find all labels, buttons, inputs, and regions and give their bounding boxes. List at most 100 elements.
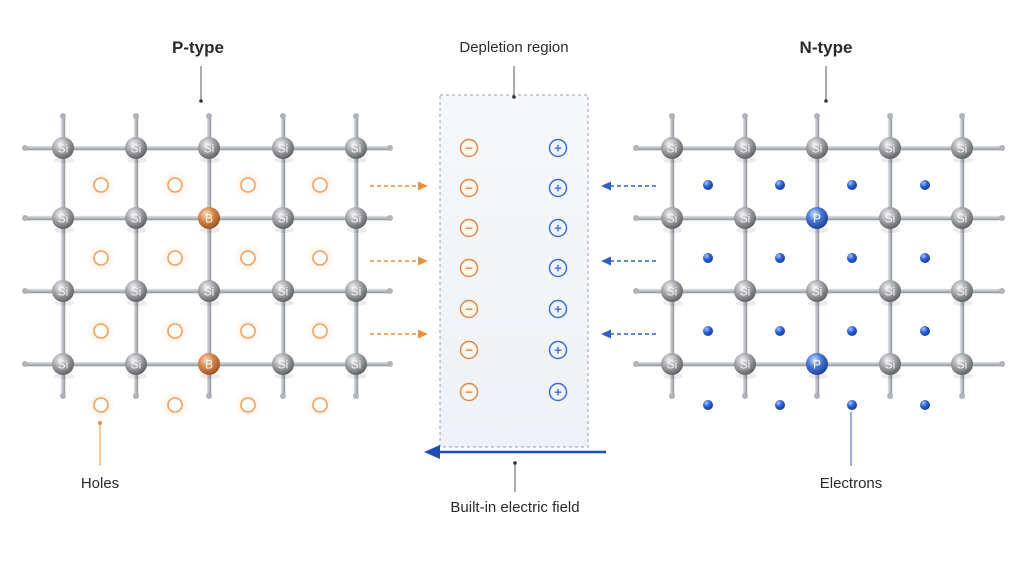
p-lattice-bond-end: [22, 288, 28, 294]
positive-ion-sign: +: [554, 343, 562, 358]
n-lattice-bond-col-1: [669, 116, 675, 396]
n-lattice-bond-end: [999, 361, 1005, 367]
n-lattice-silicon-label: Si: [885, 142, 896, 156]
holes-label: Holes: [80, 475, 120, 492]
p-lattice-silicon-atom: Si: [345, 137, 367, 163]
p-lattice-bond-end: [387, 361, 393, 367]
p-lattice-silicon-atom: Si: [52, 137, 74, 163]
n-lattice-bond-end: [959, 393, 965, 399]
plus-circle-icon: +: [548, 340, 568, 360]
hole-circle-icon: [86, 390, 116, 420]
p-lattice-bond-col-1: [60, 116, 66, 396]
p-lattice-silicon-label: Si: [58, 358, 69, 372]
plus-circle-icon: +: [548, 138, 568, 158]
p-lattice-bond-col-2: [133, 116, 139, 396]
n-lattice-silicon-label: Si: [885, 358, 896, 372]
hole-circle-icon: [233, 170, 263, 200]
p-lattice-bond-end: [387, 145, 393, 151]
electric-field-label: Built-in electric field: [450, 499, 580, 516]
p-lattice-silicon-atom: Si: [272, 207, 294, 233]
n-lattice-silicon-atom: Si: [951, 280, 973, 306]
electric-field-arrow-head: [424, 445, 440, 459]
n-lattice-dopant-atom: P: [806, 353, 828, 379]
p-lattice-bond-end: [387, 288, 393, 294]
hole-circle-icon: [305, 316, 335, 346]
n-lattice-bond-end: [633, 288, 639, 294]
p-lattice-silicon-label: Si: [204, 142, 215, 156]
p-lattice-silicon-label: Si: [278, 212, 289, 226]
electron-dot-icon: [775, 180, 785, 190]
hole-circle-icon: [305, 390, 335, 420]
n-type-title: N-type: [799, 38, 853, 57]
p-lattice-silicon-atom: Si: [345, 207, 367, 233]
p-lattice-silicon-label: Si: [278, 285, 289, 299]
p-lattice-bond-end: [133, 393, 139, 399]
electron-dot-icon: [847, 253, 857, 263]
minus-circle-icon: −: [459, 299, 479, 319]
electron-dot-icon: [920, 180, 930, 190]
n-lattice-silicon-atom: Si: [806, 137, 828, 163]
drift-arrows: [370, 181, 656, 339]
plus-circle-icon: +: [548, 382, 568, 402]
n-lattice-bond-col-5: [959, 116, 965, 396]
p-lattice-silicon-atom: Si: [272, 280, 294, 306]
p-lattice-silicon-atom: Si: [272, 353, 294, 379]
depletion-ions: −+−+−+−+−+−+−+: [459, 138, 568, 402]
n-lattice-silicon-label: Si: [667, 142, 678, 156]
n-lattice-bond-end: [999, 145, 1005, 151]
p-lattice-silicon-atom: Si: [198, 137, 220, 163]
p-lattice-silicon-atom: Si: [52, 280, 74, 306]
p-lattice-dopant-atom: B: [198, 353, 220, 379]
electron-dot-icon: [703, 253, 713, 263]
n-lattice-silicon-atom: Si: [661, 353, 683, 379]
p-lattice-silicon-label: Si: [278, 142, 289, 156]
p-lattice-bond-end: [22, 145, 28, 151]
n-lattice-silicon-atom: Si: [661, 280, 683, 306]
p-lattice-bond-end: [353, 393, 359, 399]
minus-circle-icon: −: [459, 218, 479, 238]
p-lattice-silicon-label: Si: [58, 285, 69, 299]
p-lattice-silicon-label: Si: [58, 142, 69, 156]
hole-circle-icon: [160, 243, 190, 273]
n-lattice-bond-end: [887, 113, 893, 119]
hole-circle-icon: [86, 170, 116, 200]
hole-circle-icon: [160, 316, 190, 346]
dashed-arrow-icon: [601, 256, 656, 266]
n-lattice-silicon-atom: Si: [879, 280, 901, 306]
n-lattice-bond-end: [742, 113, 748, 119]
negative-ion-sign: −: [465, 141, 473, 156]
n-lattice-bond-col-2: [742, 116, 748, 396]
minus-circle-icon: −: [459, 178, 479, 198]
n-type-leader-dot: [824, 99, 828, 103]
negative-ion-sign: −: [465, 181, 473, 196]
n-lattice-silicon-label: Si: [812, 285, 823, 299]
negative-ion-sign: −: [465, 302, 473, 317]
electron-dot-icon: [775, 400, 785, 410]
n-lattice-silicon-label: Si: [812, 142, 823, 156]
n-lattice-silicon-atom: Si: [734, 280, 756, 306]
p-lattice-silicon-label: Si: [131, 142, 142, 156]
dashed-arrow-icon: [601, 181, 656, 191]
plus-circle-icon: +: [548, 258, 568, 278]
n-lattice-silicon-label: Si: [667, 285, 678, 299]
p-lattice-bond-end: [60, 113, 66, 119]
p-lattice-silicon-atom: Si: [345, 280, 367, 306]
field-leader-dot: [513, 461, 517, 465]
n-lattice-silicon-atom: Si: [734, 207, 756, 233]
n-lattice-silicon-label: Si: [740, 142, 751, 156]
dashed-arrow-icon: [601, 329, 656, 339]
electron-dot-icon: [775, 326, 785, 336]
p-lattice-bond-end: [280, 393, 286, 399]
negative-ion-sign: −: [465, 385, 473, 400]
positive-ion-sign: +: [554, 302, 562, 317]
hole-circle-icon: [86, 243, 116, 273]
positive-ion-sign: +: [554, 141, 562, 156]
electron-dot-icon: [847, 180, 857, 190]
minus-circle-icon: −: [459, 138, 479, 158]
positive-ion-sign: +: [554, 221, 562, 236]
n-lattice-silicon-label: Si: [740, 358, 751, 372]
n-lattice-silicon-atom: Si: [734, 137, 756, 163]
n-lattice-silicon-label: Si: [957, 212, 968, 226]
electron-dot-icon: [847, 326, 857, 336]
